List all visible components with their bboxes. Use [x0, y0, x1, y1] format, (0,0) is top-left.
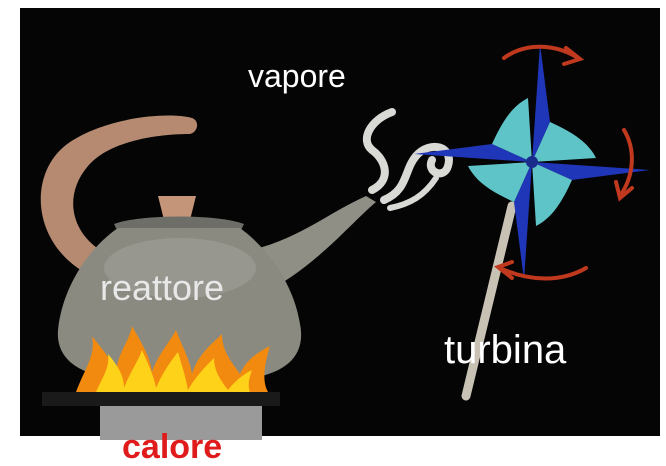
- pinwheel-stick: [461, 201, 517, 401]
- pinwheel-icon: [414, 44, 650, 280]
- kettle-highlight: [104, 238, 256, 298]
- stove-base: [100, 404, 262, 440]
- pinwheel-blade: [532, 44, 596, 162]
- steam-curl-3: [387, 175, 439, 211]
- kettle-handle: [40, 115, 198, 273]
- flame-icon: [76, 326, 270, 392]
- kettle-icon: [40, 115, 376, 378]
- flame-inner: [96, 350, 252, 392]
- pinwheel-hub: [526, 156, 538, 168]
- steam-curl-2: [380, 143, 453, 204]
- pinwheel-blade: [468, 162, 532, 280]
- steam-icon: [362, 108, 453, 211]
- steam-curl-1: [362, 108, 396, 194]
- rotation-arrow-bottom-head: [493, 260, 514, 280]
- turbine-label: turbina: [444, 328, 567, 372]
- steam-label: vapore: [248, 58, 346, 94]
- rotation-arrow-bottom: [498, 266, 588, 281]
- rotation-arrow-icon: [493, 44, 634, 281]
- kettle-lid-knob: [158, 196, 196, 220]
- rotation-arrow-top-head: [562, 46, 585, 66]
- rotation-arrow-right-head: [614, 180, 634, 202]
- pinwheel-blade: [532, 162, 650, 226]
- kettle-spout: [252, 196, 376, 290]
- reactor-label: reattore: [100, 267, 225, 308]
- heat-label: calore: [122, 428, 223, 466]
- stove-top: [42, 392, 280, 406]
- pinwheel-blade: [414, 98, 532, 162]
- rotation-arrow-right: [618, 128, 634, 198]
